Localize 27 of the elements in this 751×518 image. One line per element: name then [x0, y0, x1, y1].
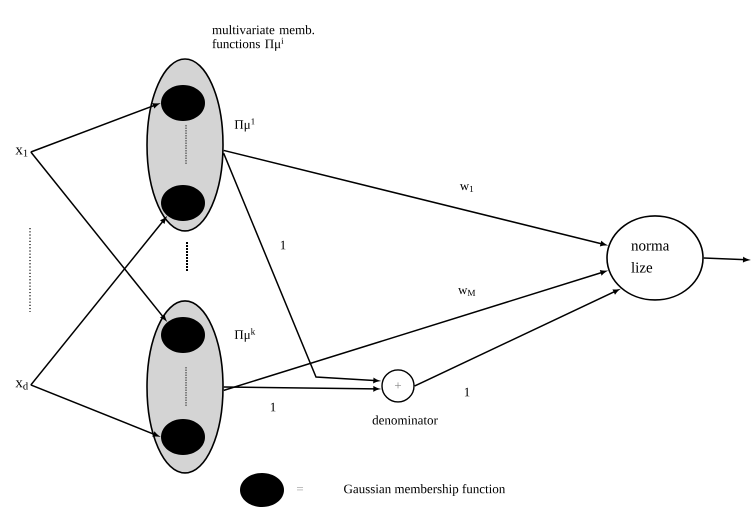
arrow	[224, 386, 379, 392]
beside-label: Πμ$^{1}$	[234, 118, 255, 132]
edge-label: w$_{M}$	[458, 288, 476, 296]
gaussian-circle	[161, 418, 205, 455]
arrow	[224, 270, 606, 392]
gaussian-circle	[161, 85, 205, 121]
arrow	[30, 103, 159, 153]
arrow	[704, 257, 749, 262]
arrow	[30, 218, 166, 386]
equals-sign: =	[296, 487, 304, 490]
arrow	[222, 152, 379, 383]
input-label: x$_{d}$	[16, 380, 28, 390]
arrow	[414, 289, 619, 387]
edge-label: 1	[280, 240, 286, 250]
edge-label: 1	[464, 388, 470, 396]
gaussian-circle	[161, 185, 205, 221]
legend-text: Gaussian membership function	[344, 484, 506, 496]
edge-label: w$_{1}$	[460, 184, 474, 192]
arrow	[30, 384, 159, 437]
gaussian-circle	[161, 316, 205, 353]
arrow	[30, 152, 166, 320]
arrow	[224, 150, 606, 246]
edge-label: 1	[270, 402, 276, 412]
input-label: x$_{1}$	[16, 147, 28, 156]
heading: multivariate memb. functions Πμ$^{i}$	[212, 25, 314, 51]
beside-label: Πμ$^{k}$	[234, 328, 256, 342]
beside-label: denominator	[372, 415, 438, 425]
